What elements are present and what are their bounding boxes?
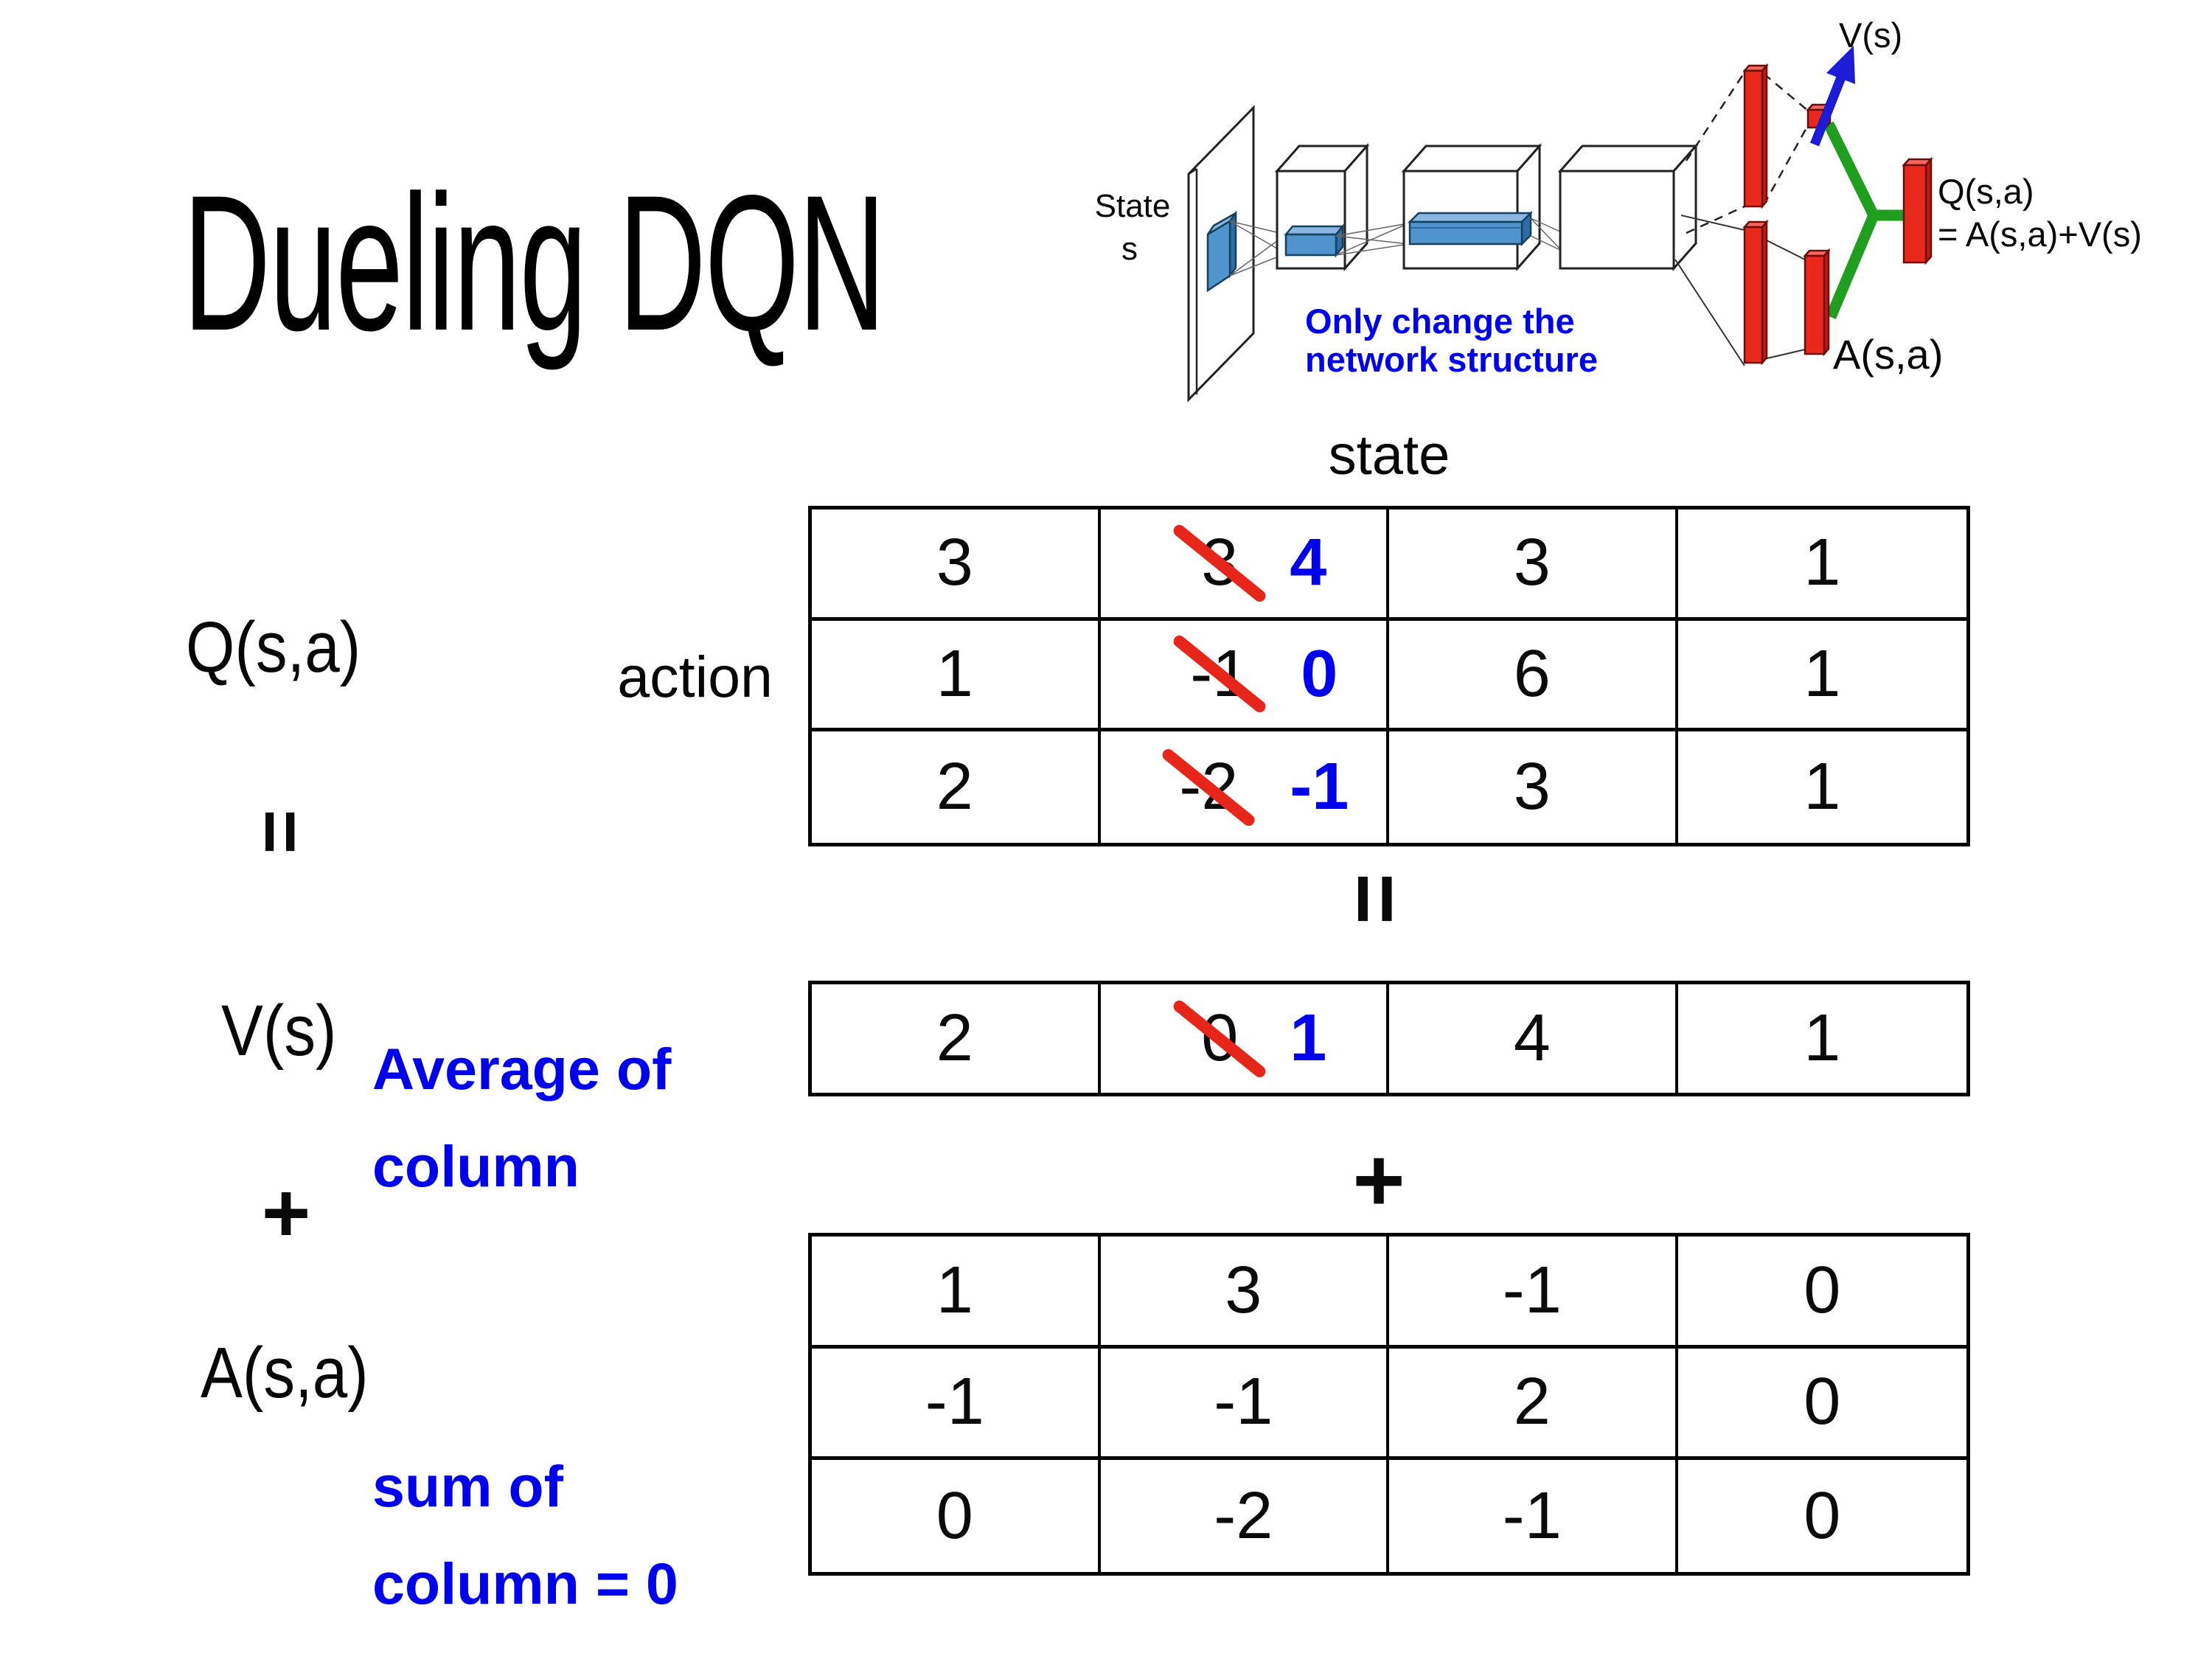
a-output-label: A(s,a) (1833, 331, 1943, 378)
average-note-line2: column (372, 1133, 580, 1199)
new-value: 0 (1301, 636, 1338, 711)
note-line1: Only change the (1305, 302, 1575, 341)
table-cell: 2 (812, 731, 1101, 843)
v-output-label: V(s) (1839, 15, 1902, 55)
q-output-bar (1902, 156, 1933, 265)
average-note: Average of column (372, 1020, 671, 1215)
table-cell: 6 (1389, 620, 1678, 732)
value-stream-connections (1685, 72, 1809, 234)
q-output-label-line1: Q(s,a) (1938, 172, 2034, 211)
sum-note: sum of column = 0 (372, 1438, 678, 1632)
table-cell: 3 (1389, 509, 1678, 621)
table-cell: 0 (812, 1460, 1101, 1572)
q-term-label: Q(s,a) (186, 607, 361, 687)
table-cell: 3 (1389, 731, 1678, 843)
sum-note-line1: sum of (372, 1453, 563, 1519)
state-axis-label: state (1328, 424, 1450, 487)
conv-connections-2 (1335, 223, 1409, 256)
table-cell: 3 (1100, 1237, 1389, 1349)
conv-filter-1 (1206, 210, 1237, 293)
average-note-line1: Average of (372, 1036, 672, 1102)
table-cell: 0 (1677, 1237, 1966, 1349)
feature-map-1 (1284, 223, 1345, 258)
old-value: 3 (1171, 522, 1268, 605)
table-cell: 1 (812, 620, 1101, 732)
new-value: 1 (1290, 1001, 1327, 1075)
value-fc-bar (1742, 63, 1769, 209)
fc-layer-cube (1557, 143, 1699, 271)
conv-layer-2-cube (1401, 143, 1543, 271)
table-cell: 4 (1389, 984, 1678, 1093)
table-cell: -1 (812, 1348, 1101, 1461)
table-cell: 1 (1677, 621, 1966, 732)
q-value-table: 3 3 4 3 1 1 -1 0 6 1 2 -2 -1 3 1 (808, 506, 1970, 846)
new-value: 4 (1290, 526, 1327, 600)
corrected-cell: -1 0 (1100, 620, 1389, 732)
state-input-label-line2: s (1121, 231, 1138, 267)
action-axis-label: action (617, 644, 773, 709)
table-cell: 2 (812, 984, 1101, 1093)
table-cell: 3 (812, 509, 1101, 621)
table-cell: 2 (1389, 1348, 1678, 1461)
corrected-cell: 3 4 (1100, 509, 1389, 621)
corrected-cell: -2 -1 (1101, 731, 1389, 843)
v-value-table: 2 0 1 4 1 (808, 981, 1970, 1096)
value-arrow (1809, 46, 1855, 147)
q-output-label-line2: = A(s,a)+V(s) (1938, 215, 2142, 254)
table-cell: 0 (1804, 1478, 1841, 1553)
advantage-fc-bar (1742, 219, 1769, 366)
table-cell: 1 (1677, 509, 1966, 621)
dueling-network-diagram: State s V(s) Q(s,a) = A(s,a)+V(s) A(s,a)… (1095, 15, 2142, 403)
corrected-cell: 0 1 (1101, 984, 1389, 1093)
page-title: Dueling DQN (183, 155, 886, 371)
sum-note-line2: column = 0 (372, 1551, 678, 1616)
equals-sign-left: = (237, 809, 323, 855)
v-term-label: V(s) (221, 990, 337, 1071)
table-cell: -1 (1100, 1348, 1389, 1461)
old-value: -1 (1171, 633, 1268, 715)
new-value: -1 (1290, 750, 1349, 824)
equals-sign-matrix: = (1326, 872, 1425, 925)
aggregation-links (1823, 121, 1908, 319)
table-cell: -2 (1101, 1460, 1389, 1572)
old-value: 0 (1171, 998, 1268, 1079)
plus-sign-left: + (261, 1166, 311, 1260)
table-cell: 1 (812, 1237, 1101, 1349)
table-cell: 1 (1804, 750, 1841, 824)
advantage-stream-connections (1674, 215, 1806, 366)
old-value: -2 (1160, 746, 1257, 828)
table-cell: 1 (1804, 1001, 1841, 1075)
note-line2: network structure (1305, 340, 1598, 379)
conv-connections-3 (1530, 218, 1562, 251)
plus-sign-matrix: + (1352, 1130, 1405, 1230)
advantage-table: 1 3 -1 0 -1 -1 2 0 0 -2 -1 0 (808, 1233, 1970, 1576)
table-cell: -1 (1389, 1460, 1678, 1572)
a-term-label: A(s,a) (201, 1332, 369, 1413)
advantage-node-bar (1803, 248, 1831, 357)
table-cell: -1 (1389, 1237, 1678, 1349)
table-cell: 0 (1677, 1349, 1966, 1461)
feature-map-2 (1407, 210, 1534, 247)
state-input-label-line1: State (1095, 188, 1171, 224)
